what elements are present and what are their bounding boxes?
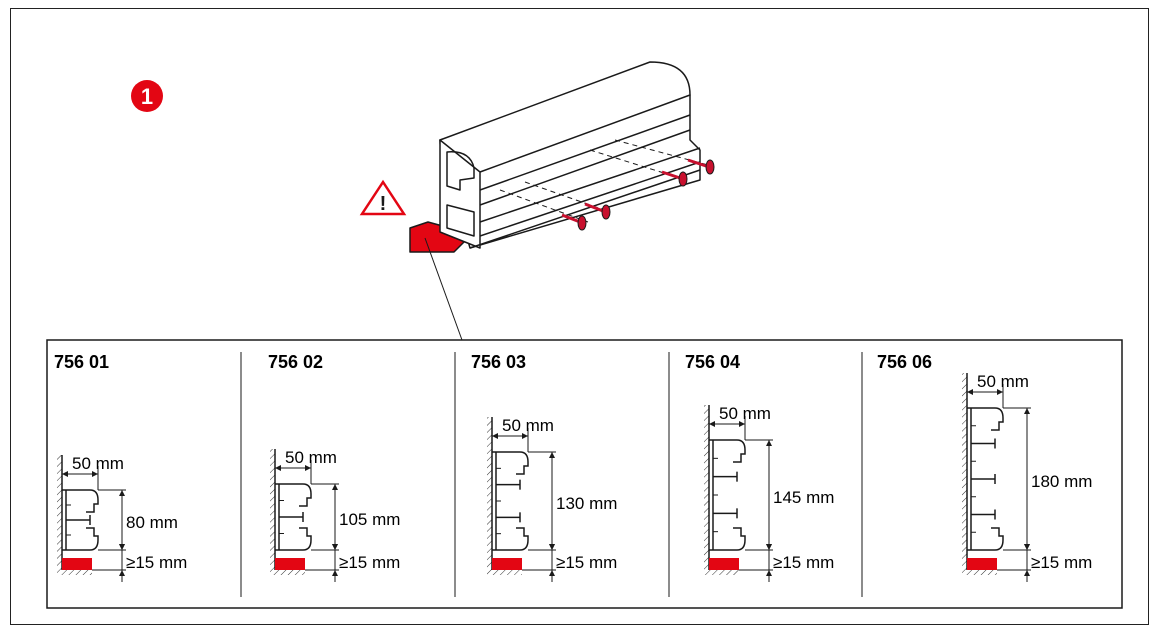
wall-hatch — [704, 405, 709, 570]
height-dimension: 145 mm — [773, 488, 834, 507]
floor-hatch — [962, 570, 997, 575]
trunking-illustration — [409, 61, 709, 253]
screw-icon — [687, 158, 715, 175]
model-panel-75601: 756 01 50 mm 80 mm ≥15 mm — [54, 352, 187, 582]
model-panel-75602: 756 02 50 mm 105 mm ≥15 mm — [268, 352, 400, 582]
width-dimension: 50 mm — [72, 454, 124, 473]
models-panel — [46, 339, 1123, 609]
wall-hatch — [487, 417, 492, 570]
trunking-profile — [275, 527, 312, 551]
trunking-profile — [967, 407, 1004, 431]
model-code: 756 06 — [877, 352, 932, 372]
screw-icon — [561, 213, 587, 231]
trunking-profile — [709, 439, 746, 463]
height-dimension: 180 mm — [1031, 472, 1092, 491]
floor-strip — [709, 558, 739, 570]
trunking-profile — [62, 489, 99, 513]
clearance-dimension: ≥15 mm — [556, 553, 617, 572]
screws — [561, 158, 715, 231]
model-panel-75606: 756 06 50 mm 180 mm ≥15 mm — [877, 352, 1092, 582]
trunking-profile — [492, 451, 529, 475]
step-number: 1 — [141, 84, 153, 109]
model-code: 756 03 — [471, 352, 526, 372]
wall-hatch — [57, 455, 62, 570]
step-badge: 1 — [131, 80, 163, 112]
width-dimension: 50 mm — [719, 404, 771, 423]
warning-symbol: ! — [380, 193, 387, 215]
model-panels: 756 01 50 mm 80 mm ≥15 mm 756 02 50 mm 105 mm ≥… — [54, 352, 1092, 582]
height-dimension: 80 mm — [126, 513, 178, 532]
trunking-profile — [62, 527, 99, 551]
trunking-profile — [492, 527, 529, 551]
clearance-dimension: ≥15 mm — [339, 553, 400, 572]
model-code: 756 01 — [54, 352, 109, 372]
step-circle — [131, 80, 163, 112]
height-dimension: 130 mm — [556, 494, 617, 513]
clearance-dimension: ≥15 mm — [1031, 553, 1092, 572]
floor-hatch — [704, 570, 739, 575]
floor-clearance-strip — [409, 221, 473, 253]
clearance-dimension: ≥15 mm — [126, 553, 187, 572]
wall-hatch — [270, 449, 275, 570]
wall-hatch — [962, 373, 967, 570]
clearance-dimension: ≥15 mm — [773, 553, 834, 572]
trunking-profile — [967, 527, 1004, 551]
leader-line — [424, 237, 463, 341]
floor-hatch — [57, 570, 92, 575]
trunking-end-face — [439, 139, 481, 249]
panel-dividers — [240, 352, 863, 597]
floor-hatch — [487, 570, 522, 575]
trunking-profile — [709, 527, 746, 551]
width-dimension: 50 mm — [977, 372, 1029, 391]
trunking-profile — [275, 483, 312, 507]
warning-icon: ! — [359, 179, 407, 216]
model-code: 756 04 — [685, 352, 740, 372]
height-dimension: 105 mm — [339, 510, 400, 529]
width-dimension: 50 mm — [502, 416, 554, 435]
diagram-frame — [10, 8, 1149, 625]
model-code: 756 02 — [268, 352, 323, 372]
floor-hatch — [270, 570, 305, 575]
floor-strip — [492, 558, 522, 570]
screw-icon — [661, 170, 688, 187]
floor-strip — [275, 558, 305, 570]
floor-strip — [62, 558, 92, 570]
model-panel-75604: 756 04 50 mm 145 mm ≥15 mm — [685, 352, 834, 582]
width-dimension: 50 mm — [285, 448, 337, 467]
screw-icon — [584, 202, 611, 220]
floor-strip — [967, 558, 997, 570]
model-panel-75603: 756 03 50 mm 130 mm ≥15 mm — [471, 352, 617, 582]
